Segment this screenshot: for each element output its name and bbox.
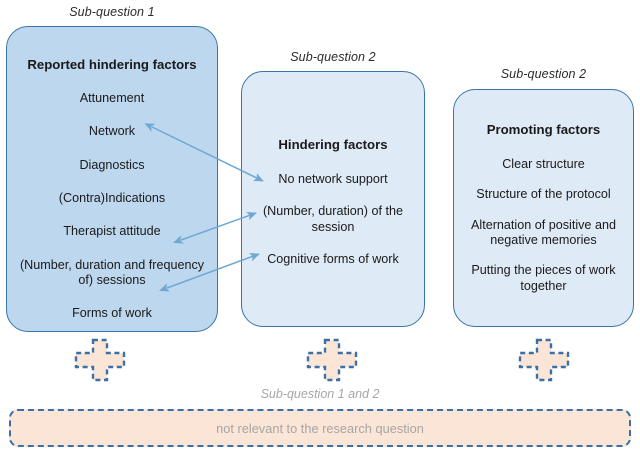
box-1-title: Reported hindering factors [27,57,197,72]
box-2-title: Hindering factors [278,137,388,152]
box-3-content: Promoting factors Clear structure Struct… [460,122,627,294]
box-1-item-therapist-attitude: Therapist attitude [63,224,161,239]
plus-icon [518,338,570,382]
box-3-item-alternation-memories: Alternation of positive and negative mem… [471,217,616,247]
column-header-subquestion-1: Sub-question 1 [69,5,155,19]
box-1-item-sessions: (Number, duration and frequency of) sess… [19,257,205,287]
box-3-item-clear-structure: Clear structure [502,156,585,171]
box-1-item-diagnostics: Diagnostics [79,157,145,172]
box-3-item-putting-pieces-together: Putting the pieces of work together [471,263,616,293]
not-relevant-bar: not relevant to the research question [9,409,631,447]
not-relevant-bar-text: not relevant to the research question [216,420,424,436]
box-1-content: Reported hindering factors Attunement Ne… [11,57,213,322]
column-header-subquestion-2-hindering: Sub-question 2 [290,50,376,64]
box-promoting-factors: Promoting factors Clear structure Struct… [453,89,634,327]
box-reported-hindering-factors: Reported hindering factors Attunement Ne… [6,26,218,332]
box-1-item-forms-of-work: Forms of work [72,306,152,321]
box-3-title: Promoting factors [486,122,601,137]
box-1-item-network: Network [88,124,136,139]
bottom-section-label: Sub-question 1 and 2 [260,387,380,401]
plus-icon [306,338,358,382]
column-header-subquestion-2-promoting: Sub-question 2 [500,67,587,81]
box-2-content: Hindering factors No network support (Nu… [248,137,418,267]
box-2-item-no-network-support: No network support [278,171,388,186]
box-1-item-attunement: Attunement [79,90,145,105]
box-3-item-structure-of-protocol: Structure of the protocol [476,187,611,202]
box-1-item-contra-indications: (Contra)Indications [58,190,166,205]
plus-icon [74,338,126,382]
box-hindering-factors: Hindering factors No network support (Nu… [241,71,425,327]
box-2-item-cognitive-forms-of-work: Cognitive forms of work [267,251,399,266]
box-2-item-number-duration-session: (Number, duration) of the session [262,204,403,234]
